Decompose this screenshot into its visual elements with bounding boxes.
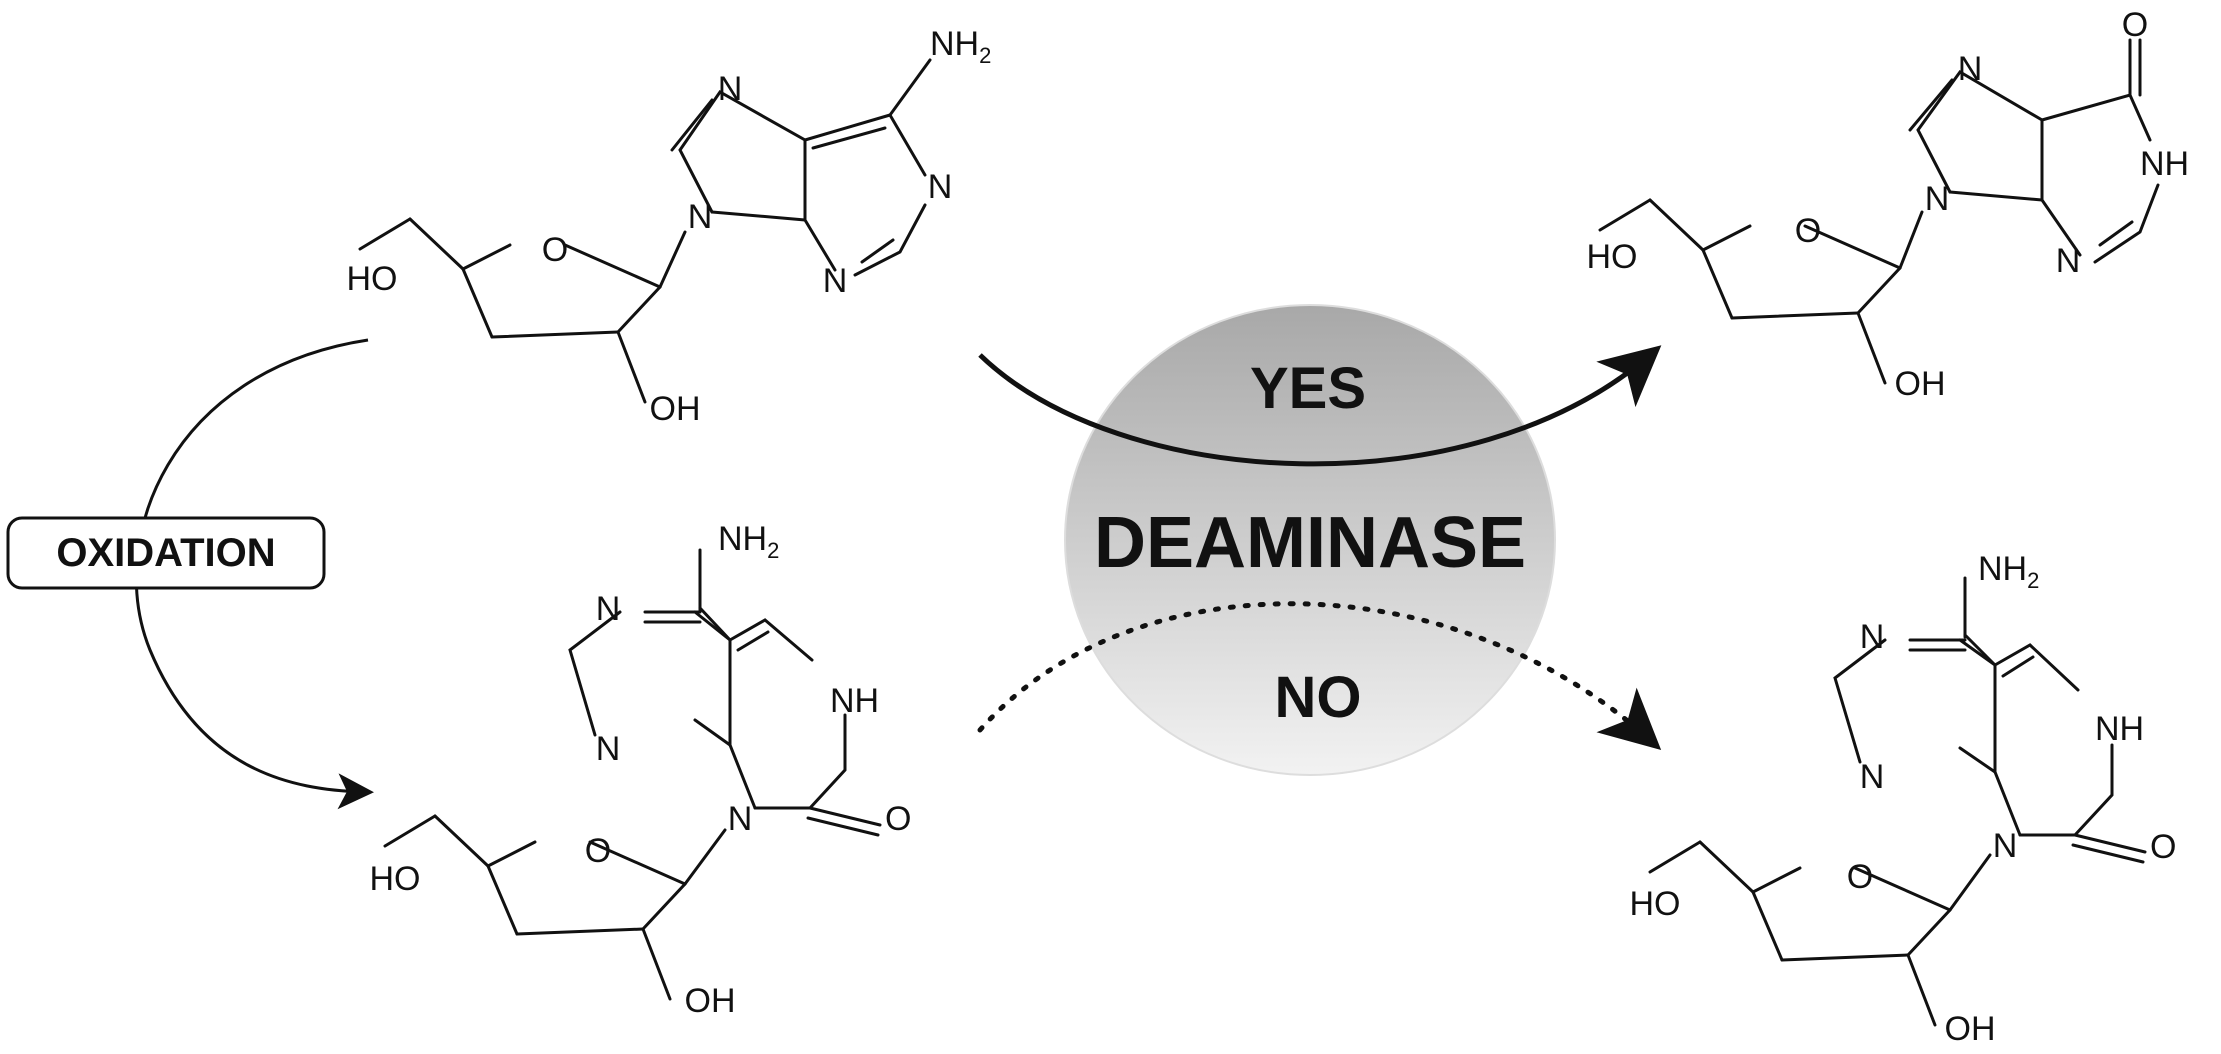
hydroxyl-2: OH <box>685 982 736 1020</box>
oxidation-arrow <box>134 338 374 810</box>
carbonyl-oxygen: O <box>2122 6 2148 44</box>
yes-reaction-arrow <box>978 345 1662 467</box>
hydroxyl-5: HO <box>1587 238 1638 276</box>
n9: N <box>1993 827 2018 865</box>
n9: N <box>728 800 753 838</box>
hydroxyl-2: OH <box>650 390 701 428</box>
oxidation-label: OXIDATION <box>56 531 275 575</box>
molecule-8-oxo-deoxyadenosine: O HO OH N NH O N N NH2 <box>370 520 912 1020</box>
n3: N <box>2056 242 2081 280</box>
n1: N <box>1860 618 1885 656</box>
oxidation-label-box: OXIDATION <box>6 516 326 590</box>
deaminase-enzyme-disk <box>1064 304 1556 776</box>
n3: N <box>823 262 848 300</box>
hydroxyl-5: HO <box>1630 885 1681 923</box>
ring-oxygen: O <box>542 231 568 269</box>
n3: N <box>1860 758 1885 796</box>
n7: N <box>718 70 743 108</box>
ring-oxygen: O <box>585 832 611 870</box>
molecule-8-oxo-deoxyadenosine-unchanged: O HO OH N NH O N N NH2 <box>1630 550 2177 1048</box>
molecule-deoxyadenosine: O HO OH N N N N NH2 <box>347 25 992 428</box>
carbonyl-oxygen: O <box>885 800 911 838</box>
hydroxyl-2: OH <box>1945 1010 1996 1048</box>
n9: N <box>1925 180 1950 218</box>
n7: N <box>1958 50 1983 88</box>
amino-group: NH2 <box>1978 550 2039 593</box>
n1-h: NH <box>2140 145 2189 183</box>
n9: N <box>688 198 713 236</box>
n7-h: NH <box>2095 710 2144 748</box>
n1: N <box>928 168 953 206</box>
no-label: NO <box>1275 665 1362 730</box>
deaminase-label: DEAMINASE <box>1094 503 1526 583</box>
hydroxyl-5: HO <box>347 260 398 298</box>
n1: N <box>596 590 621 628</box>
n7-h: NH <box>830 682 879 720</box>
molecule-deoxyinosine: O HO OH N N NH N O <box>1587 6 2190 403</box>
amino-group: NH2 <box>930 25 991 68</box>
yes-label: YES <box>1250 356 1366 421</box>
n3: N <box>596 730 621 768</box>
ring-oxygen: O <box>1795 212 1821 250</box>
amino-group: NH2 <box>718 520 779 563</box>
carbonyl-oxygen: O <box>2150 828 2176 866</box>
hydroxyl-5: HO <box>370 860 421 898</box>
hydroxyl-2: OH <box>1895 365 1946 403</box>
ring-oxygen: O <box>1847 858 1873 896</box>
